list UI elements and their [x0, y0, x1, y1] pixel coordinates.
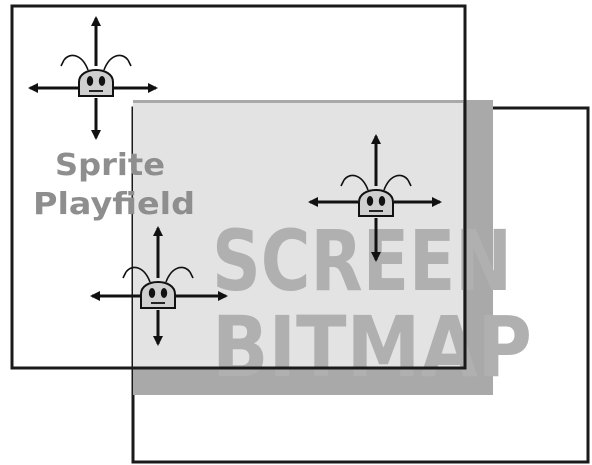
- antenna-left-outer: [123, 272, 126, 278]
- eye-right: [161, 288, 167, 298]
- screen-label: SCREEN: [212, 212, 512, 310]
- sprite-face: [79, 70, 113, 96]
- eye-left: [87, 76, 93, 86]
- sprite-label: Sprite: [55, 148, 165, 183]
- antenna-left-outer: [61, 60, 64, 66]
- eye-right: [379, 196, 385, 206]
- playfield-label: Playfield: [33, 187, 195, 222]
- eye-left: [367, 196, 373, 206]
- bitmap-label: BITMAP: [212, 298, 532, 396]
- eye-right: [99, 76, 105, 86]
- eye-left: [149, 288, 155, 298]
- antenna-right: [104, 55, 128, 70]
- antenna-left: [64, 55, 88, 70]
- sprite-face: [359, 190, 393, 216]
- antenna-right-outer: [128, 60, 131, 66]
- sprite-face: [141, 282, 175, 308]
